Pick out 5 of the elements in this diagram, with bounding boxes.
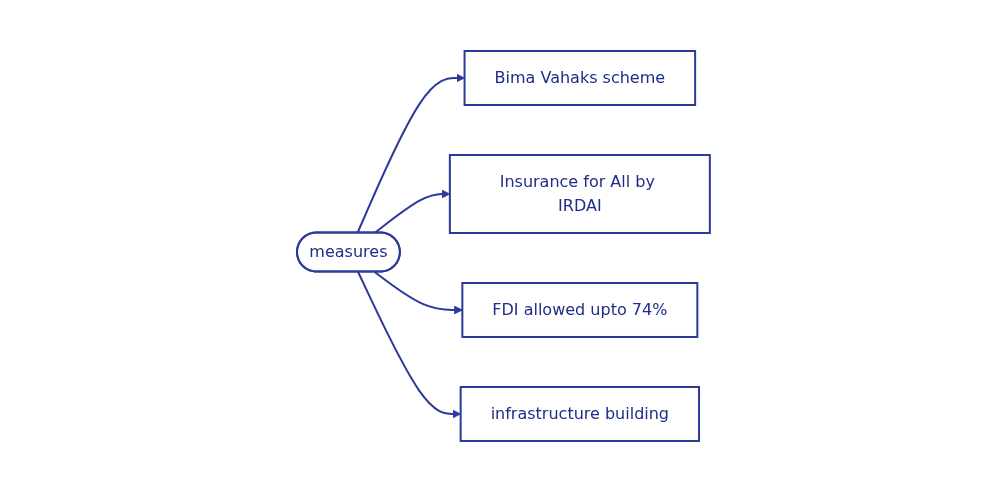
node-box: FDI allowed upto 74% [460,281,698,338]
node-box: Insurance for All by IRDAI [448,153,711,234]
node-box: infrastructure building [459,385,700,442]
arrow [356,270,461,418]
node-box: Bima Vahaks scheme [463,49,696,106]
